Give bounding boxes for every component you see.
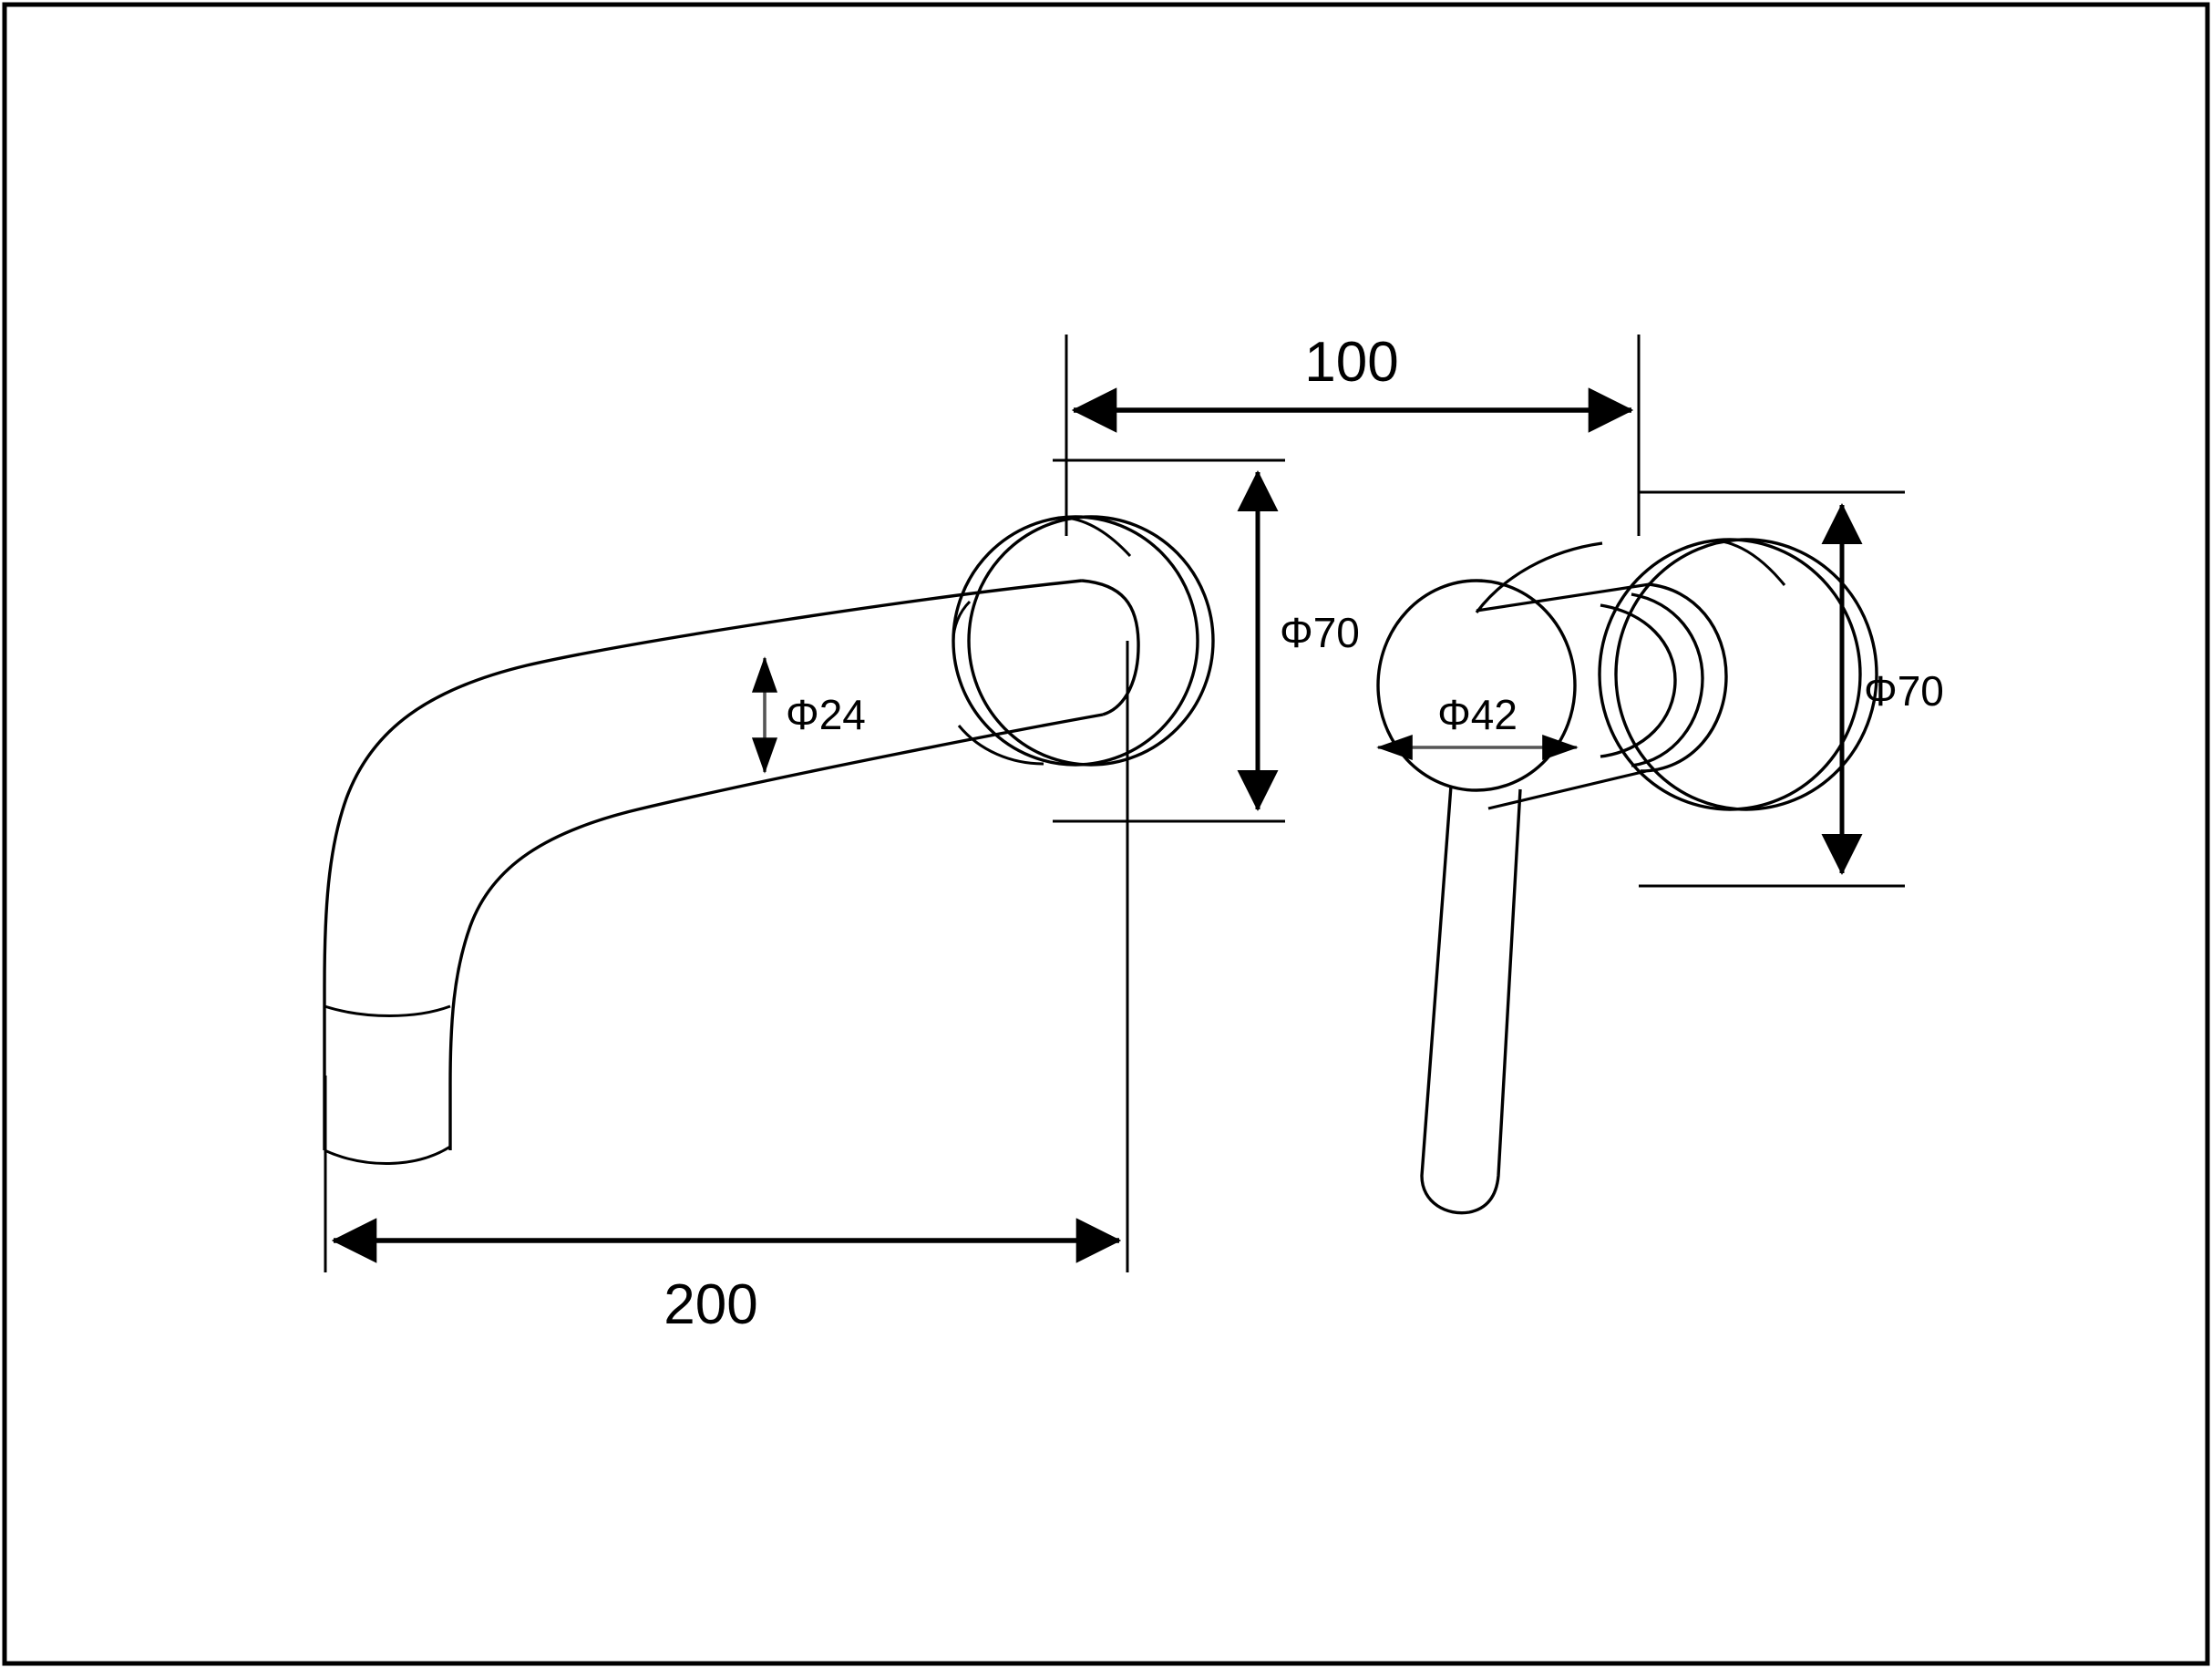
dimension-spout-tube-24: Φ24 bbox=[751, 656, 866, 774]
dimension-200: 200 bbox=[331, 1218, 1122, 1336]
spout-plate-lower-arc-behind-tube bbox=[957, 725, 1044, 766]
valve-assembly-view bbox=[1376, 335, 1905, 1215]
dimension-valve-hub-42-label: Φ42 bbox=[1437, 691, 1518, 738]
spout-escutcheon-back-disc bbox=[967, 515, 1215, 767]
dimension-valve-plate-70-label: Φ70 bbox=[1864, 667, 1944, 715]
spout-escutcheon-rim-seam bbox=[1065, 516, 1132, 558]
valve-escutcheon-rim-seam bbox=[1716, 539, 1786, 586]
spout-tube-lower-outline bbox=[448, 713, 1104, 1150]
spout-plate-edge-behind-tube bbox=[952, 600, 972, 642]
spout-outlet-band-top bbox=[324, 1004, 451, 1017]
dimension-spout-tube-24-label: Φ24 bbox=[786, 691, 866, 738]
valve-collar-taper-bottom bbox=[1487, 769, 1647, 810]
valve-escutcheon-front-disc bbox=[1598, 538, 1862, 811]
valve-collar-inner-ring bbox=[1600, 603, 1677, 758]
spout-outlet-bottom-edge bbox=[324, 1145, 451, 1166]
dimension-spout-plate-70-label: Φ70 bbox=[1280, 609, 1360, 656]
dimension-valve-plate-70: Φ70 bbox=[1821, 502, 1944, 875]
spout-tube-upper-outline bbox=[323, 579, 1083, 1150]
valve-handle-hub-face bbox=[1376, 579, 1577, 792]
dimension-spout-plate-70: Φ70 bbox=[1053, 458, 1360, 823]
dimension-100: 100 bbox=[1071, 331, 1634, 433]
dimension-valve-hub-42: Φ42 bbox=[1376, 691, 1579, 761]
valve-collar-mid-ring bbox=[1631, 592, 1704, 767]
dimension-100-label: 100 bbox=[1304, 331, 1398, 394]
dimension-200-label: 200 bbox=[664, 1273, 757, 1336]
valve-collar-outer-ring bbox=[1640, 582, 1728, 773]
valve-collar-taper-top bbox=[1476, 582, 1651, 613]
valve-plate-arc-behind-hub bbox=[1475, 541, 1603, 613]
spout-assembly-view bbox=[323, 335, 1215, 1272]
spout-tube-nose bbox=[1081, 579, 1140, 716]
valve-lever-handle bbox=[1420, 785, 1522, 1215]
spout-escutcheon-front-disc bbox=[952, 515, 1199, 767]
